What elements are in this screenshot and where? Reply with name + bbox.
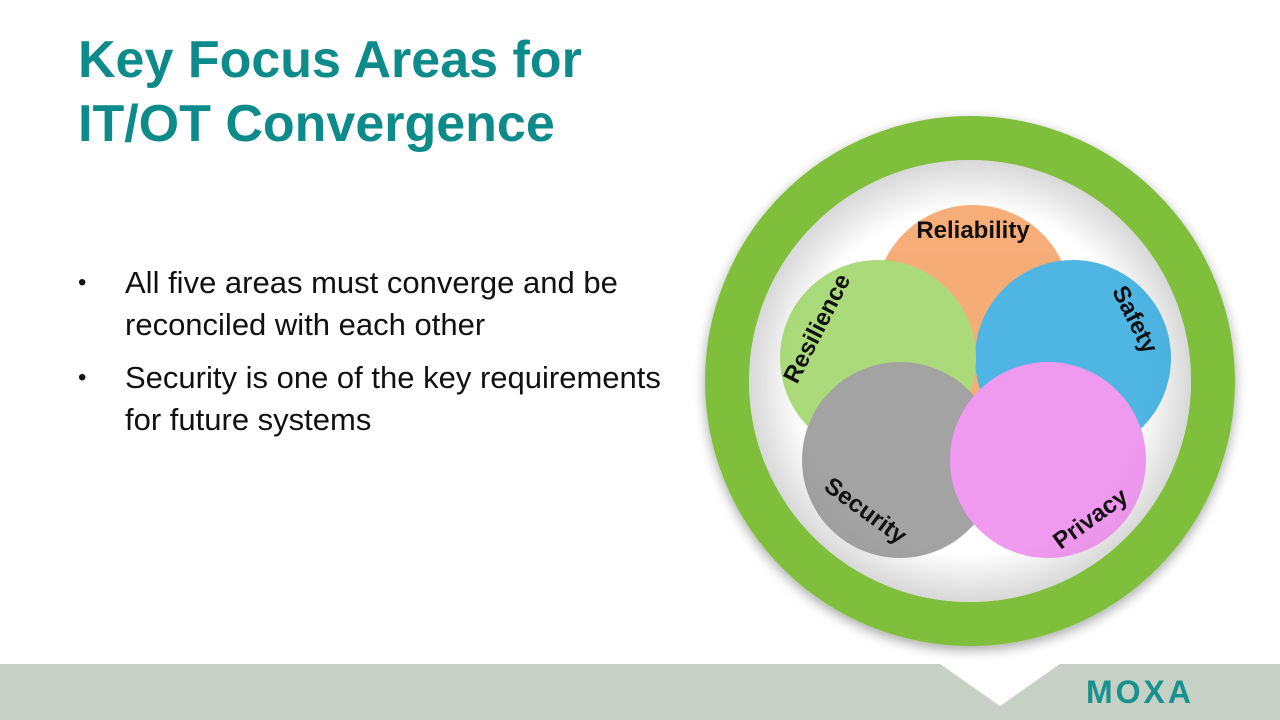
circle-privacy [950,362,1146,558]
logo-text: MOXA [1086,674,1194,710]
label-reliability: Reliability [916,217,1030,244]
title-line-1: Key Focus Areas for [78,31,582,89]
moxa-logo: MOXA [1086,674,1194,710]
bullet-item: Security is one of the key requirements … [78,357,678,441]
venn-diagram: Reliability Safety Resilience Security P… [705,116,1235,646]
title-line-2: IT/OT Convergence [78,95,555,153]
outer-ring [705,116,1235,646]
footer-bar [0,664,1280,720]
slide-title: Key Focus Areas for IT/OT Convergence [78,28,582,156]
footer-notch [940,664,1060,706]
bullet-item: All five areas must converge and be reco… [78,262,678,346]
circle-security [802,362,998,558]
bullet-list: All five areas must converge and be reco… [78,262,678,452]
